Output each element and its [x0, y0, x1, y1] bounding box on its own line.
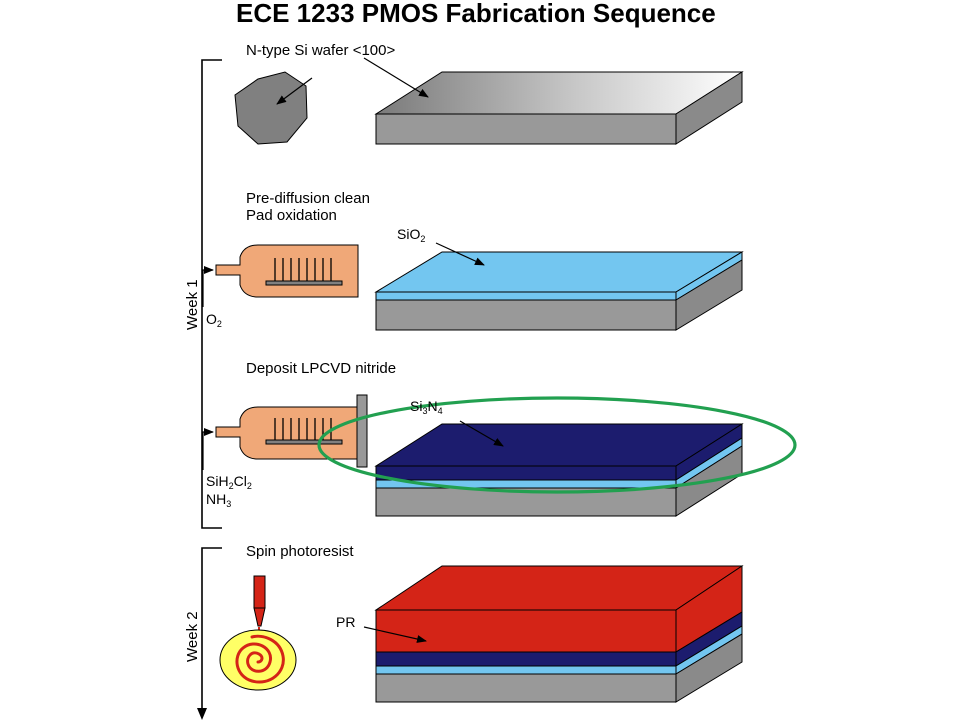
resist-spiral — [235, 634, 285, 684]
dichlorosilane-label: SiH2Cl2 — [206, 473, 252, 491]
wafer-label: N-type Si wafer <100> — [246, 42, 396, 59]
wafer-disc — [234, 71, 308, 145]
sio2-arrow — [435, 242, 485, 266]
oxidation-furnace — [215, 244, 359, 298]
oxide-wafer-block — [374, 251, 744, 331]
si3n4-label: Si3N4 — [410, 398, 443, 416]
spin-photoresist-label: Spin photoresist — [246, 543, 354, 560]
pad-oxidation-label: Pad oxidation — [246, 207, 337, 224]
wafer-block-arrow — [363, 57, 429, 98]
timeline-arrowhead — [197, 708, 207, 720]
spin-coat-wafer — [219, 629, 297, 691]
preclean-label: Pre-diffusion clean — [246, 190, 370, 207]
ammonia-label: NH3 — [206, 491, 232, 509]
si3n4-arrow — [459, 420, 504, 447]
gas-inlet-line — [202, 428, 214, 470]
lpcvd-furnace — [215, 394, 368, 468]
week1-label: Week 1 — [184, 279, 201, 330]
sio2-label: SiO2 — [397, 226, 426, 244]
oxygen-inlet-line — [202, 266, 214, 307]
pr-arrow — [363, 626, 427, 643]
wafer-block — [374, 71, 744, 145]
nitride-highlight-ellipse — [317, 396, 797, 494]
resist-wafer-block — [374, 565, 744, 703]
photoresist-dispenser — [253, 575, 266, 638]
week2-label: Week 2 — [184, 611, 201, 662]
pr-label: PR — [336, 614, 356, 630]
page-title: ECE 1233 PMOS Fabrication Sequence — [236, 0, 716, 28]
week2-bracket — [201, 547, 222, 712]
nitride-wafer-block — [374, 423, 744, 517]
week1-bracket — [201, 59, 222, 529]
nitride-step-label: Deposit LPCVD nitride — [246, 360, 397, 377]
oxygen-label: O2 — [206, 311, 222, 329]
wafer-disc-arrow — [276, 77, 313, 105]
